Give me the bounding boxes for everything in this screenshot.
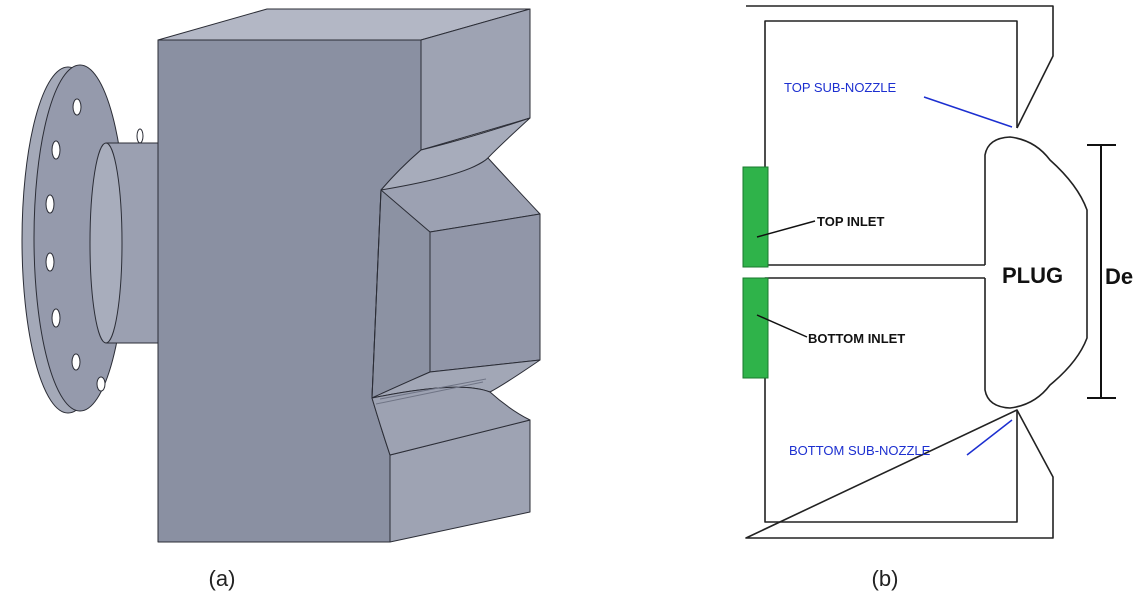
top-sub-nozzle-label: TOP SUB-NOZZLE: [784, 80, 897, 95]
bottom-inlet-patch: [742, 277, 769, 379]
plug-label: PLUG: [1002, 263, 1063, 288]
plug-contour: [984, 136, 1088, 409]
caption-b: (b): [872, 566, 899, 591]
bolt-hole: [51, 308, 61, 328]
top-inlet-patch: [742, 166, 769, 268]
main-block: [157, 8, 541, 543]
bolt-hole: [45, 252, 55, 272]
bolt-hole: [96, 376, 106, 392]
pipe-cylinder: [89, 142, 176, 344]
de-dimension: [1087, 144, 1116, 399]
panel-b-schematic: [745, 5, 1088, 539]
bolt-hole: [45, 194, 55, 214]
leader-lines: [756, 96, 1013, 456]
bolt-hole: [51, 140, 61, 160]
outer-housing: [745, 5, 1054, 539]
bottom-sub-nozzle-label: BOTTOM SUB-NOZZLE: [789, 443, 931, 458]
bottom-inlet-label: BOTTOM INLET: [808, 331, 905, 346]
top-chamber-wall: [764, 20, 1018, 266]
bottom-chamber-wall: [764, 277, 1018, 523]
panel-a-cad-model: [21, 8, 541, 543]
bolt-hole: [72, 98, 82, 116]
caption-a: (a): [209, 566, 236, 591]
top-inlet-label: TOP INLET: [817, 214, 884, 229]
bolt-hole: [136, 128, 144, 144]
de-label: De: [1105, 264, 1133, 289]
bolt-hole: [71, 353, 81, 371]
